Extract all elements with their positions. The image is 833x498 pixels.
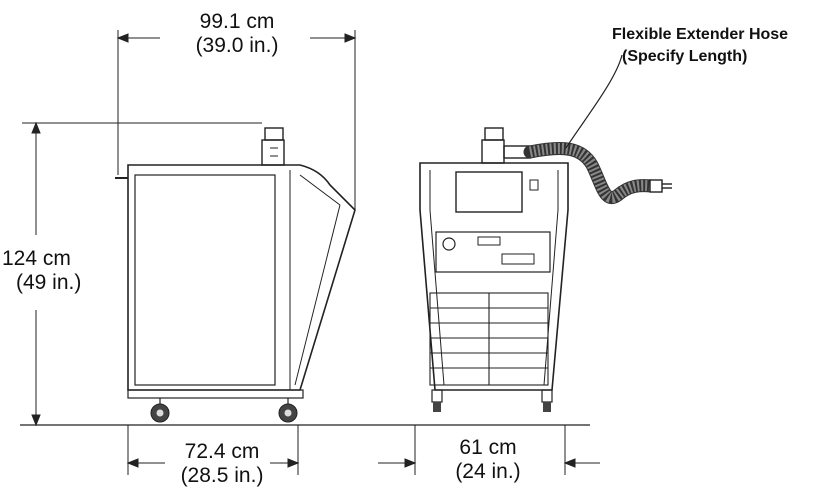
height-metric: 124 cm [2,247,71,270]
front-view-body [419,162,569,391]
hose-callout-line2: (Specify Length) [622,48,748,65]
hose-callout-line1: Flexible Extender Hose [612,26,789,43]
height-imperial: (49 in.) [16,271,82,294]
flexible-extender-hose [523,141,672,204]
height-label: 124 cm (49 in.) [2,247,98,295]
side-view-fitting [261,139,285,166]
front-louver-grille [429,292,549,386]
front-view-fitting [481,139,505,164]
front-control-panel [435,231,551,273]
hose-callout-leader [565,54,623,149]
width-label: 61 cm (24 in.) [438,436,538,484]
depth-top-label: 99.1 cm (39.0 in.) [172,10,302,58]
side-view-unit [115,127,356,404]
base-depth-label: 72.4 cm (28.5 in.) [172,440,272,488]
hose-callout-label: Flexible Extender Hose (Specify Length) [612,24,788,68]
width-metric: 61 cm [459,436,517,459]
front-foot-left [433,402,441,412]
depth-top-metric: 99.1 cm [199,10,275,33]
front-display-screen [455,171,523,213]
front-foot-right [543,402,551,412]
depth-top-imperial: (39.0 in.) [195,34,279,57]
front-view-unit [419,127,569,403]
base-depth-imperial: (28.5 in.) [180,464,264,487]
side-view-body [127,164,356,391]
base-depth-metric: 72.4 cm [184,440,260,463]
dimension-lines [22,30,600,475]
side-view-panel [134,174,276,386]
width-imperial: (24 in.) [455,460,521,483]
